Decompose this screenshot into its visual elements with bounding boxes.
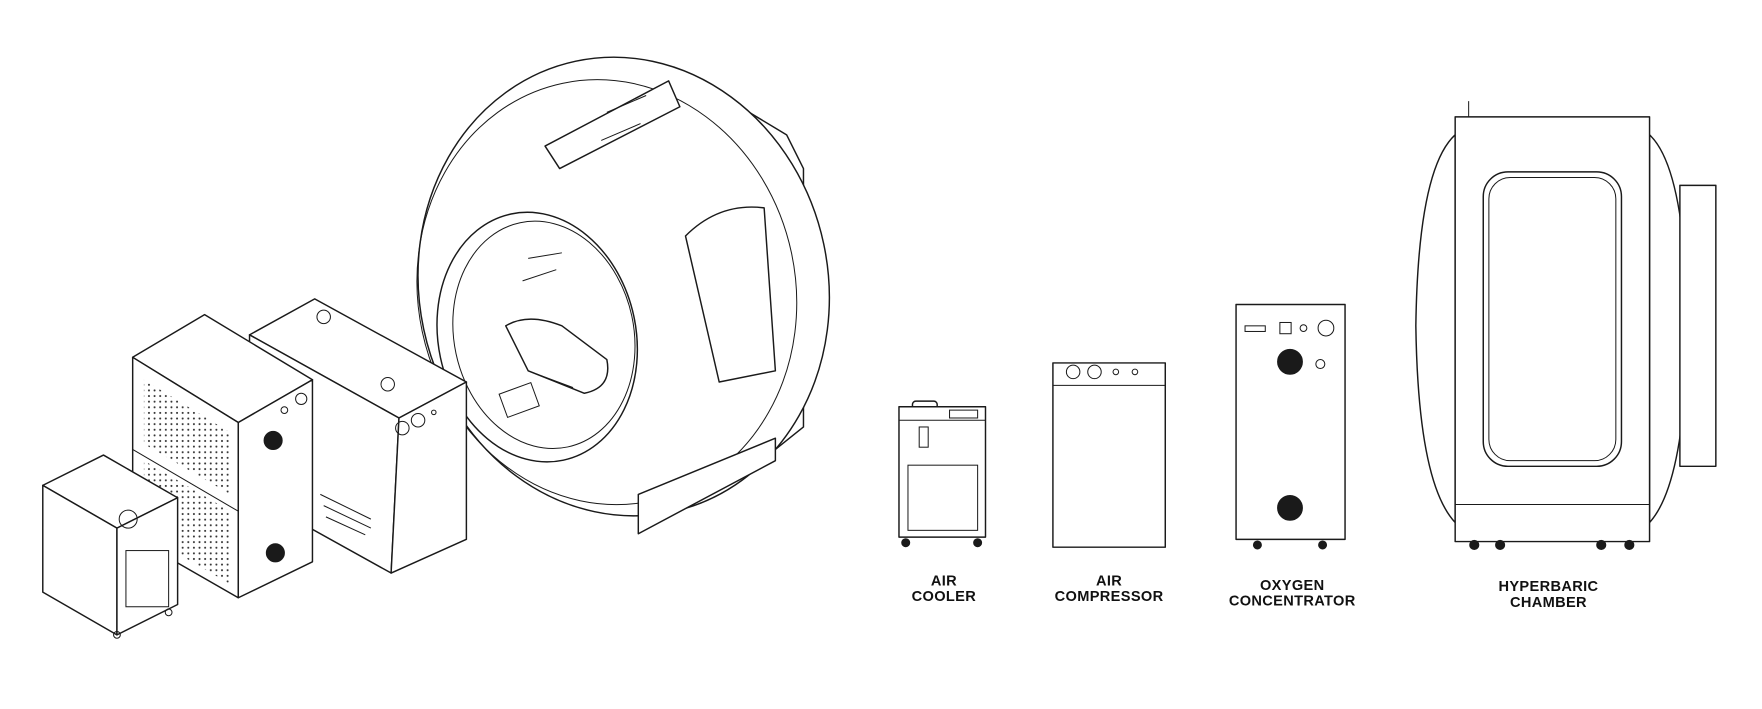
- air-cooler-front: [898, 400, 987, 548]
- isometric-air-cooler: [42, 454, 179, 639]
- air-compressor-label-line2: COMPRESSOR: [1055, 589, 1164, 605]
- air-compressor-front: [1052, 362, 1167, 548]
- hyperbaric-chamber-label-line2: CHAMBER: [1510, 595, 1587, 611]
- air-cooler-label-line1: AIR: [931, 573, 957, 589]
- air-compressor-label-line1: AIR: [1096, 573, 1122, 589]
- air-cooler-label-line2: COOLER: [912, 589, 977, 605]
- oxygen-concentrator-label-line1: OXYGEN: [1260, 578, 1324, 594]
- hyperbaric-chamber-label-line1: HYPERBARIC: [1498, 579, 1598, 595]
- air-cooler-label: AIR COOLER: [912, 573, 977, 605]
- oxygen-concentrator-front: [1235, 303, 1346, 550]
- isometric-hyperbaric-chamber: [416, 56, 831, 535]
- hyperbaric-chamber-label: HYPERBARIC CHAMBER: [1498, 579, 1598, 611]
- oxygen-concentrator-label: OXYGEN CONCENTRATOR: [1229, 578, 1356, 610]
- oxygen-concentrator-label-line2: CONCENTRATOR: [1229, 594, 1356, 610]
- air-compressor-label: AIR COMPRESSOR: [1055, 573, 1164, 605]
- hyperbaric-chamber-front: [1415, 101, 1717, 551]
